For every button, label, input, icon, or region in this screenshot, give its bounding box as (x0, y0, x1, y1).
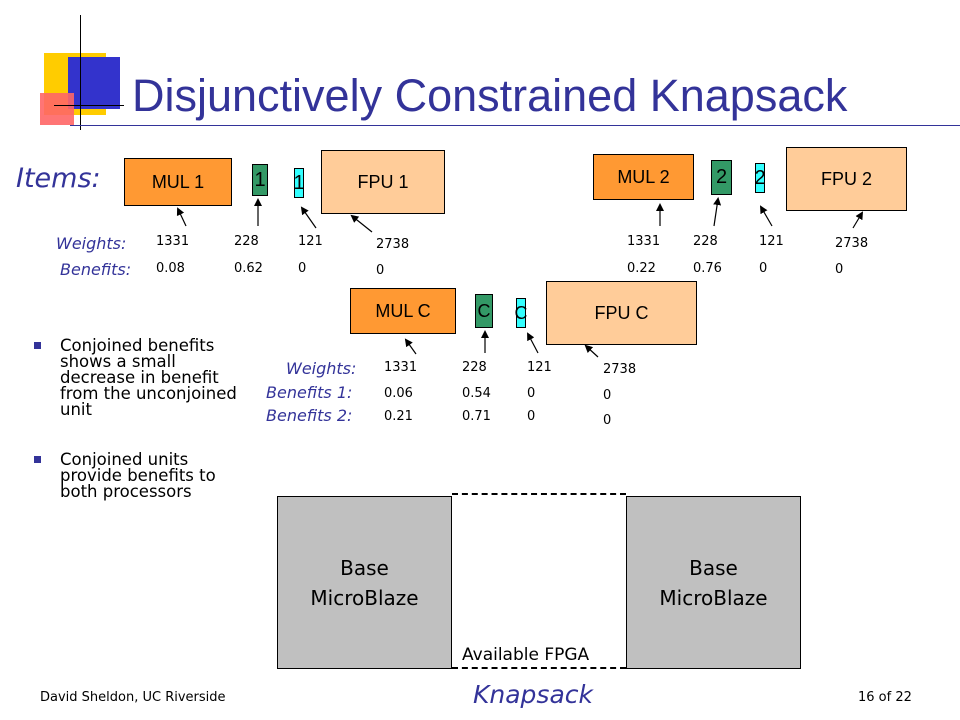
gc-benefit1-green: 0.54 (462, 386, 491, 401)
bullet-square-icon (34, 456, 41, 463)
mul1-box: MUL 1 (124, 158, 232, 206)
g2-benefit-cyan: 0 (759, 261, 768, 276)
cyan-unit-c: C (515, 298, 528, 328)
g1-benefit-cyan: 0 (298, 261, 307, 276)
fpu1-box: FPU 1 (321, 150, 445, 214)
g2-benefit-mul: 0.22 (627, 261, 656, 276)
gc-benefit2-mul: 0.21 (384, 409, 413, 424)
bullet-1: Conjoined benefits shows a small decreas… (34, 337, 240, 418)
fpu2-box: FPU 2 (786, 147, 907, 211)
footer-author: David Sheldon, UC Riverside (40, 690, 226, 705)
bullet-square-icon (34, 342, 41, 349)
g2-weight-mul: 1331 (627, 234, 661, 249)
bullet-2: Conjoined units provide benefits to both… (34, 451, 240, 500)
g2-weight-cyan: 121 (759, 234, 784, 249)
benefits-label-1: Benefits: (60, 260, 132, 279)
g1-benefit-mul: 0.08 (156, 261, 185, 276)
fpuc-box: FPU C (546, 281, 697, 345)
title-underline (70, 125, 960, 126)
green-unit-2: 2 (711, 160, 732, 195)
gc-benefit1-fpu: 0 (603, 388, 612, 403)
gc-benefit2-green: 0.71 (462, 409, 491, 424)
g1-benefit-fpu: 0 (376, 263, 385, 278)
gc-weight-green: 228 (462, 360, 487, 375)
decorative-logo (40, 15, 130, 145)
g1-weight-fpu: 2738 (376, 237, 410, 252)
base-microblaze-left: Base MicroBlaze (277, 496, 452, 669)
items-label: Items: (16, 163, 101, 194)
gc-benefit2-fpu: 0 (603, 413, 612, 428)
available-fpga-region (452, 493, 626, 669)
g1-weight-green: 228 (234, 234, 259, 249)
mulc-box: MUL C (350, 288, 456, 334)
mul2-box: MUL 2 (593, 154, 694, 200)
g2-weight-green: 228 (693, 234, 718, 249)
benefits1-label-c: Benefits 1: (266, 383, 353, 402)
g2-benefit-fpu: 0 (835, 262, 844, 277)
g2-weight-fpu: 2738 (835, 236, 869, 251)
gc-weight-mul: 1331 (384, 360, 418, 375)
cyan-unit-2: 2 (754, 163, 766, 193)
green-unit-c: C (475, 294, 493, 328)
g1-weight-mul: 1331 (156, 234, 190, 249)
weights-label-c: Weights: (286, 359, 357, 378)
g1-weight-cyan: 121 (298, 234, 323, 249)
available-fpga-label: Available FPGA (462, 645, 590, 665)
base-microblaze-right: Base MicroBlaze (626, 496, 801, 669)
cyan-unit-1: 1 (293, 168, 305, 198)
gc-benefit2-cyan: 0 (527, 409, 536, 424)
footer-subtitle: Knapsack (473, 680, 593, 709)
page-title: Disjunctively Constrained Knapsack (132, 70, 848, 121)
page-number: 16 of 22 (858, 690, 912, 705)
green-unit-1: 1 (252, 164, 268, 196)
gc-benefit1-mul: 0.06 (384, 386, 413, 401)
gc-weight-fpu: 2738 (603, 362, 637, 377)
gc-benefit1-cyan: 0 (527, 386, 536, 401)
weights-label-1: Weights: (56, 234, 127, 253)
gc-weight-cyan: 121 (527, 360, 552, 375)
g2-benefit-green: 0.76 (693, 261, 722, 276)
benefits2-label-c: Benefits 2: (266, 406, 353, 425)
g1-benefit-green: 0.62 (234, 261, 263, 276)
